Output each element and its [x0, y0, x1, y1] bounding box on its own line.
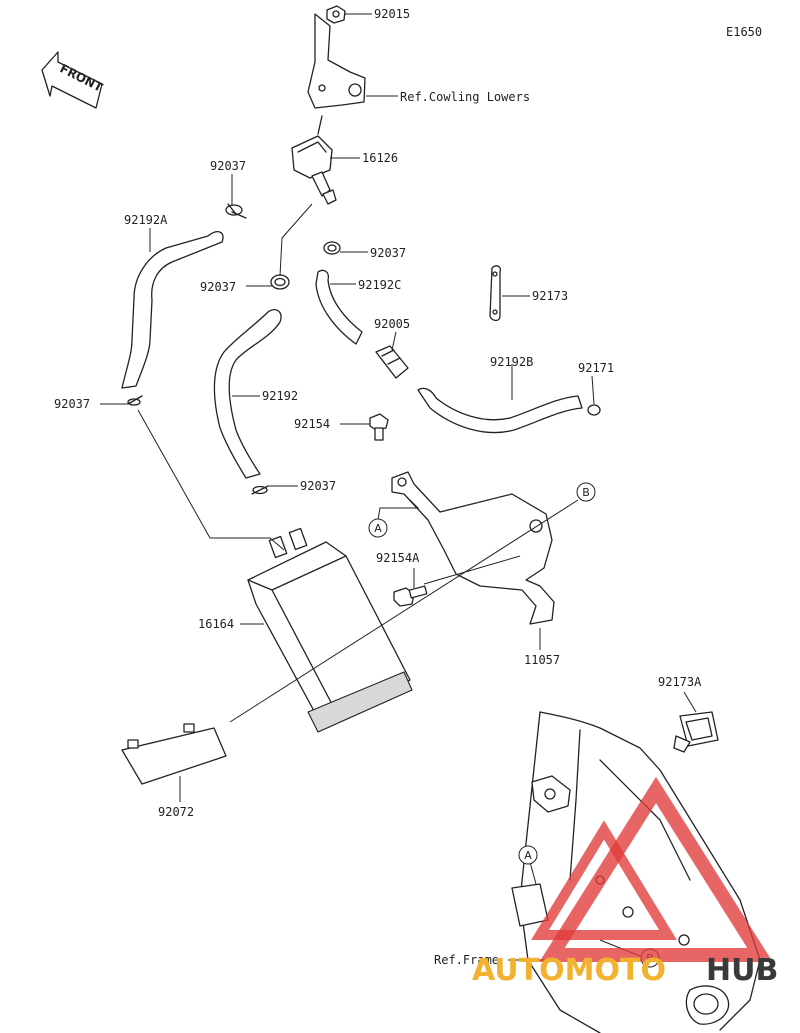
clip-92171 — [587, 404, 601, 416]
watermark-text-secondary: HUB — [706, 953, 778, 988]
bracket-11057 — [391, 471, 555, 625]
marker-b-upper: B — [576, 482, 596, 502]
callout-92072: 92072 — [158, 805, 194, 819]
diagram-code: E1650 — [726, 25, 762, 39]
bolt-92154A — [393, 585, 428, 607]
marker-a-lower-text: A — [524, 849, 532, 862]
bolt-92154 — [369, 413, 389, 441]
callout-16164: 16164 — [198, 617, 234, 631]
watermark-logo: AUTOMOTO HUB — [472, 776, 778, 988]
clamp-92037-right — [323, 241, 341, 255]
clamp-92037-lower-left — [127, 395, 143, 406]
fitting-92005 — [375, 345, 409, 379]
nut-92015 — [326, 5, 346, 24]
callout-92005: 92005 — [374, 317, 410, 331]
callout-ref-frame: Ref.Frame — [434, 953, 499, 967]
callout-16126: 16126 — [362, 151, 398, 165]
clamp-92037-left — [270, 274, 290, 290]
clamp-92037-mid — [251, 485, 269, 495]
callout-92037-a: 92037 — [210, 159, 246, 173]
callout-92192A: 92192A — [124, 213, 168, 227]
frame — [511, 711, 761, 1033]
pad-92072 — [121, 723, 227, 785]
callout-92171: 92171 — [578, 361, 614, 375]
callout-ref-cowling: Ref.Cowling Lowers — [400, 90, 530, 104]
hose-92192 — [213, 308, 282, 479]
front-arrow-icon: FRONT — [41, 51, 106, 109]
callout-92037-e: 92037 — [300, 479, 336, 493]
strap-92173 — [489, 265, 502, 322]
callout-92037-c: 92037 — [370, 246, 406, 260]
callout-92037-d: 92037 — [54, 397, 90, 411]
marker-a-upper-text: A — [374, 522, 382, 535]
clip-92173A — [673, 711, 719, 753]
marker-b-upper-text: B — [582, 486, 590, 499]
valve-16126 — [291, 115, 337, 205]
hose-92192A — [121, 231, 224, 389]
callout-92173: 92173 — [532, 289, 568, 303]
callout-92015: 92015 — [374, 7, 410, 21]
bracket-cowling — [307, 13, 366, 109]
canister-16164 — [247, 527, 413, 733]
callout-92192B: 92192B — [490, 355, 533, 369]
marker-a-lower: A — [518, 845, 538, 865]
marker-a-upper: A — [368, 518, 388, 538]
callout-11057: 11057 — [524, 653, 560, 667]
callout-92154A: 92154A — [376, 551, 420, 565]
watermark-text-primary: AUTOMOTO — [472, 953, 666, 988]
callout-92173A: 92173A — [658, 675, 702, 689]
callout-92192: 92192 — [262, 389, 298, 403]
clamp-92037-top — [225, 203, 247, 219]
callout-92037-b: 92037 — [200, 280, 236, 294]
callout-92154: 92154 — [294, 417, 330, 431]
callout-92192C: 92192C — [358, 278, 401, 292]
hose-92192C — [315, 269, 363, 345]
hose-92192B — [417, 387, 583, 434]
